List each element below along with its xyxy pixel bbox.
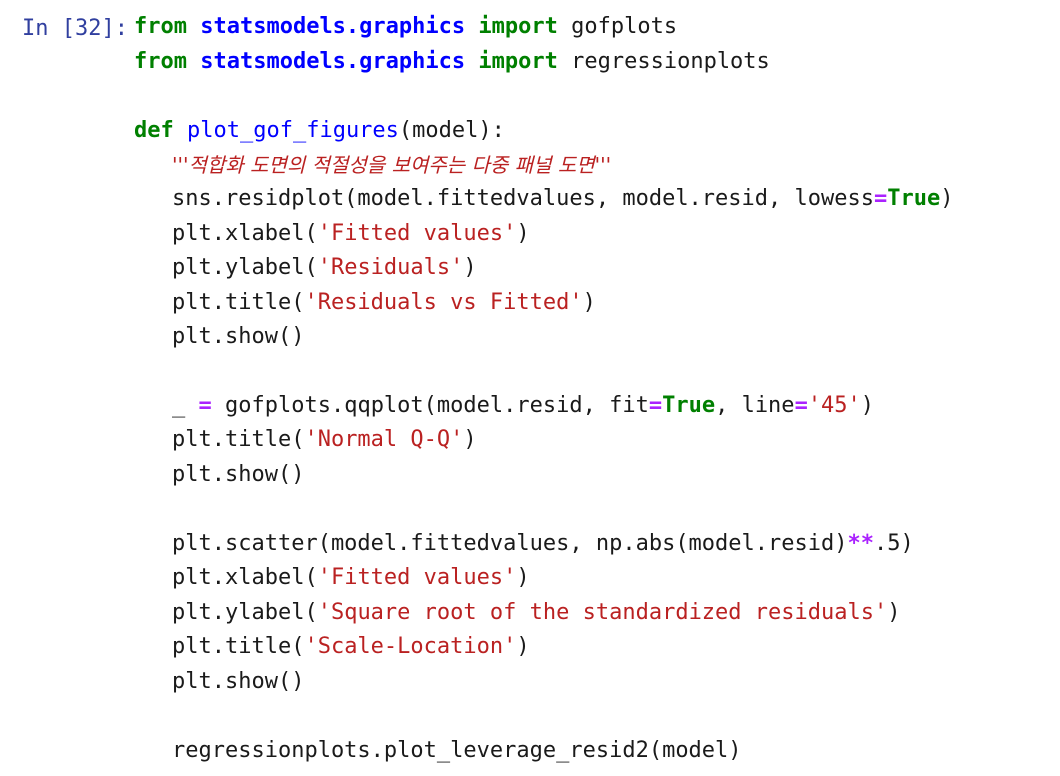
code-token: =: [794, 393, 808, 418]
code-token: plt.scatter(model.fittedvalues, np.abs(m…: [172, 531, 848, 556]
code-line[interactable]: plt.show(): [172, 320, 304, 354]
code-token: [187, 49, 200, 74]
code-token: plt.show(): [172, 462, 305, 487]
code-line[interactable]: plt.xlabel('Fitted values'): [172, 561, 530, 595]
code-token: gofplots: [557, 14, 678, 39]
code-line[interactable]: plt.show(): [172, 665, 304, 699]
code-token: True: [662, 393, 716, 418]
code-line[interactable]: def plot_gof_figures(model):: [134, 114, 505, 148]
code-token: plt.ylabel(: [172, 255, 318, 280]
code-token: ): [940, 186, 954, 211]
code-line[interactable]: sns.residplot(model.fittedvalues, model.…: [172, 182, 953, 216]
code-token: 'Normal Q-Q': [304, 427, 464, 452]
cell-prompt: In [32]:: [22, 16, 128, 41]
code-line[interactable]: '''적합화 도면의 적절성을 보여주는 다중 패널 도면''': [172, 148, 611, 182]
code-token: =: [648, 393, 663, 418]
code-token: 'Residuals': [317, 255, 464, 280]
code-token: [187, 14, 200, 39]
code-token: from: [134, 49, 187, 74]
code-line[interactable]: from statsmodels.graphics import regress…: [134, 45, 770, 79]
code-token: True: [887, 186, 941, 211]
code-token: statsmodels.graphics: [200, 14, 466, 39]
code-line[interactable]: _ = gofplots.qqplot(model.resid, fit=Tru…: [172, 389, 874, 423]
code-line[interactable]: from statsmodels.graphics import gofplot…: [134, 10, 677, 44]
code-token: sns.residplot(model.fittedvalues, model.…: [172, 186, 874, 211]
code-token: 'Residuals vs Fitted': [304, 290, 583, 315]
code-token: ): [463, 427, 477, 452]
code-token: ): [860, 393, 875, 418]
code-token: plt.ylabel(: [172, 600, 318, 625]
code-token: '''적합화 도면의 적절성을 보여주는 다중 패널 도면''': [172, 153, 612, 177]
code-token: gofplots.qqplot(model.resid, fit: [211, 393, 649, 418]
code-token: from: [134, 14, 187, 39]
code-token: 'Scale-Location': [304, 634, 517, 659]
code-token: =: [198, 393, 212, 418]
code-token: regressionplots.plot_leverage_resid2(mod…: [172, 738, 742, 763]
code-token: plt.xlabel(: [172, 221, 318, 246]
code-token: [465, 14, 478, 39]
code-line[interactable]: plt.show(): [172, 458, 304, 492]
code-token: plt.title(: [172, 634, 305, 659]
code-token: statsmodels.graphics: [200, 49, 466, 74]
code-token: import: [478, 14, 558, 39]
code-token: ): [516, 221, 530, 246]
code-token: [174, 118, 187, 143]
code-token: =: [874, 186, 888, 211]
code-token: 'Square root of the standardized residua…: [317, 600, 888, 625]
code-token: 'Fitted values': [317, 221, 517, 246]
code-token: [465, 49, 478, 74]
code-token: ): [516, 634, 530, 659]
code-token: def: [134, 118, 174, 143]
code-token: plt.xlabel(: [172, 565, 318, 590]
code-token: ): [582, 290, 596, 315]
code-line[interactable]: plt.title('Normal Q-Q'): [172, 423, 477, 457]
code-token: import: [478, 49, 558, 74]
code-token: plt.show(): [172, 669, 305, 694]
code-token: _: [172, 393, 199, 418]
code-line[interactable]: plt.title('Residuals vs Fitted'): [172, 286, 596, 320]
code-token: ): [516, 565, 530, 590]
code-token: (model):: [398, 118, 505, 143]
code-line[interactable]: plt.title('Scale-Location'): [172, 630, 530, 664]
code-line[interactable]: plt.ylabel('Square root of the standardi…: [172, 596, 901, 630]
code-token: .5): [874, 531, 914, 556]
code-token: regressionplots: [557, 49, 770, 74]
code-line[interactable]: plt.scatter(model.fittedvalues, np.abs(m…: [172, 527, 914, 561]
code-token: plt.show(): [172, 324, 305, 349]
code-token: ): [463, 255, 477, 280]
code-token: plt.title(: [172, 427, 305, 452]
code-line[interactable]: plt.xlabel('Fitted values'): [172, 217, 530, 251]
code-token: ): [887, 600, 901, 625]
code-line[interactable]: regressionplots.plot_leverage_resid2(mod…: [172, 734, 742, 768]
code-token: **: [847, 531, 875, 556]
code-token: , line: [715, 393, 795, 418]
code-line[interactable]: plt.ylabel('Residuals'): [172, 251, 477, 285]
code-token: plot_gof_figures: [187, 118, 399, 143]
code-token: 'Fitted values': [317, 565, 517, 590]
code-token: '45': [807, 393, 861, 418]
code-token: plt.title(: [172, 290, 305, 315]
